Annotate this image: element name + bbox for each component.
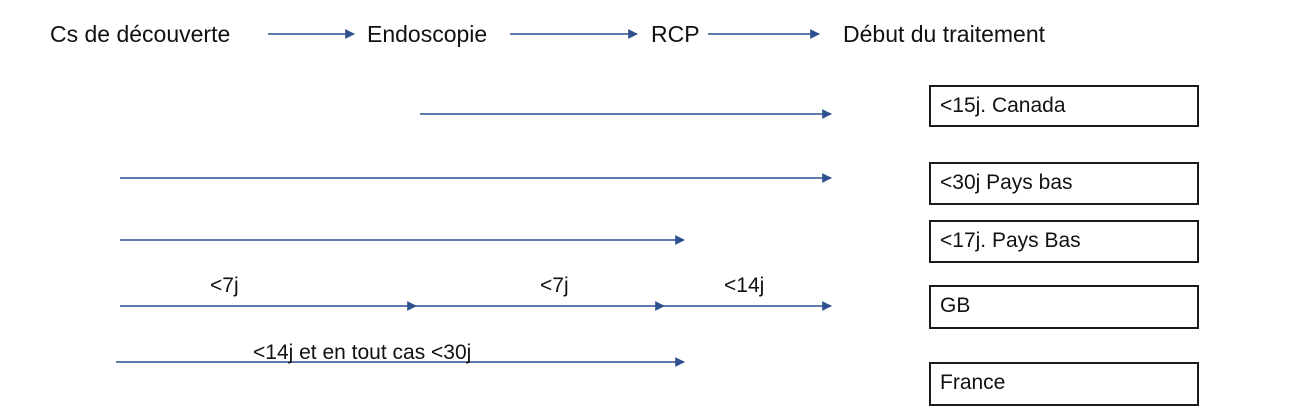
stage-consultation: Cs de découverte xyxy=(50,21,231,47)
country-box-canada: <15j. Canada xyxy=(929,85,1199,127)
country-box-pays-bas-17: <17j. Pays Bas xyxy=(929,220,1199,263)
stage-endoscopie: Endoscopie xyxy=(367,21,488,47)
delay-france: <14j et en tout cas <30j xyxy=(253,341,472,364)
country-label-pays-bas-30: <30j Pays bas xyxy=(940,171,1073,194)
country-box-gb: GB xyxy=(929,285,1199,329)
country-label-france: France xyxy=(940,371,1006,394)
delay-gb-segment-1: <7j xyxy=(210,274,239,297)
delay-gb-segment-2: <7j xyxy=(540,274,569,297)
country-box-pays-bas-30: <30j Pays bas xyxy=(929,162,1199,205)
country-label-canada: <15j. Canada xyxy=(940,94,1066,117)
stage-rcp: RCP xyxy=(651,21,700,47)
stage-debut-traitement: Début du traitement xyxy=(843,21,1046,47)
country-label-gb: GB xyxy=(940,294,971,317)
country-box-france: France xyxy=(929,362,1199,406)
country-label-pays-bas-17: <17j. Pays Bas xyxy=(940,229,1081,252)
delay-gb-segment-3: <14j xyxy=(724,274,765,297)
